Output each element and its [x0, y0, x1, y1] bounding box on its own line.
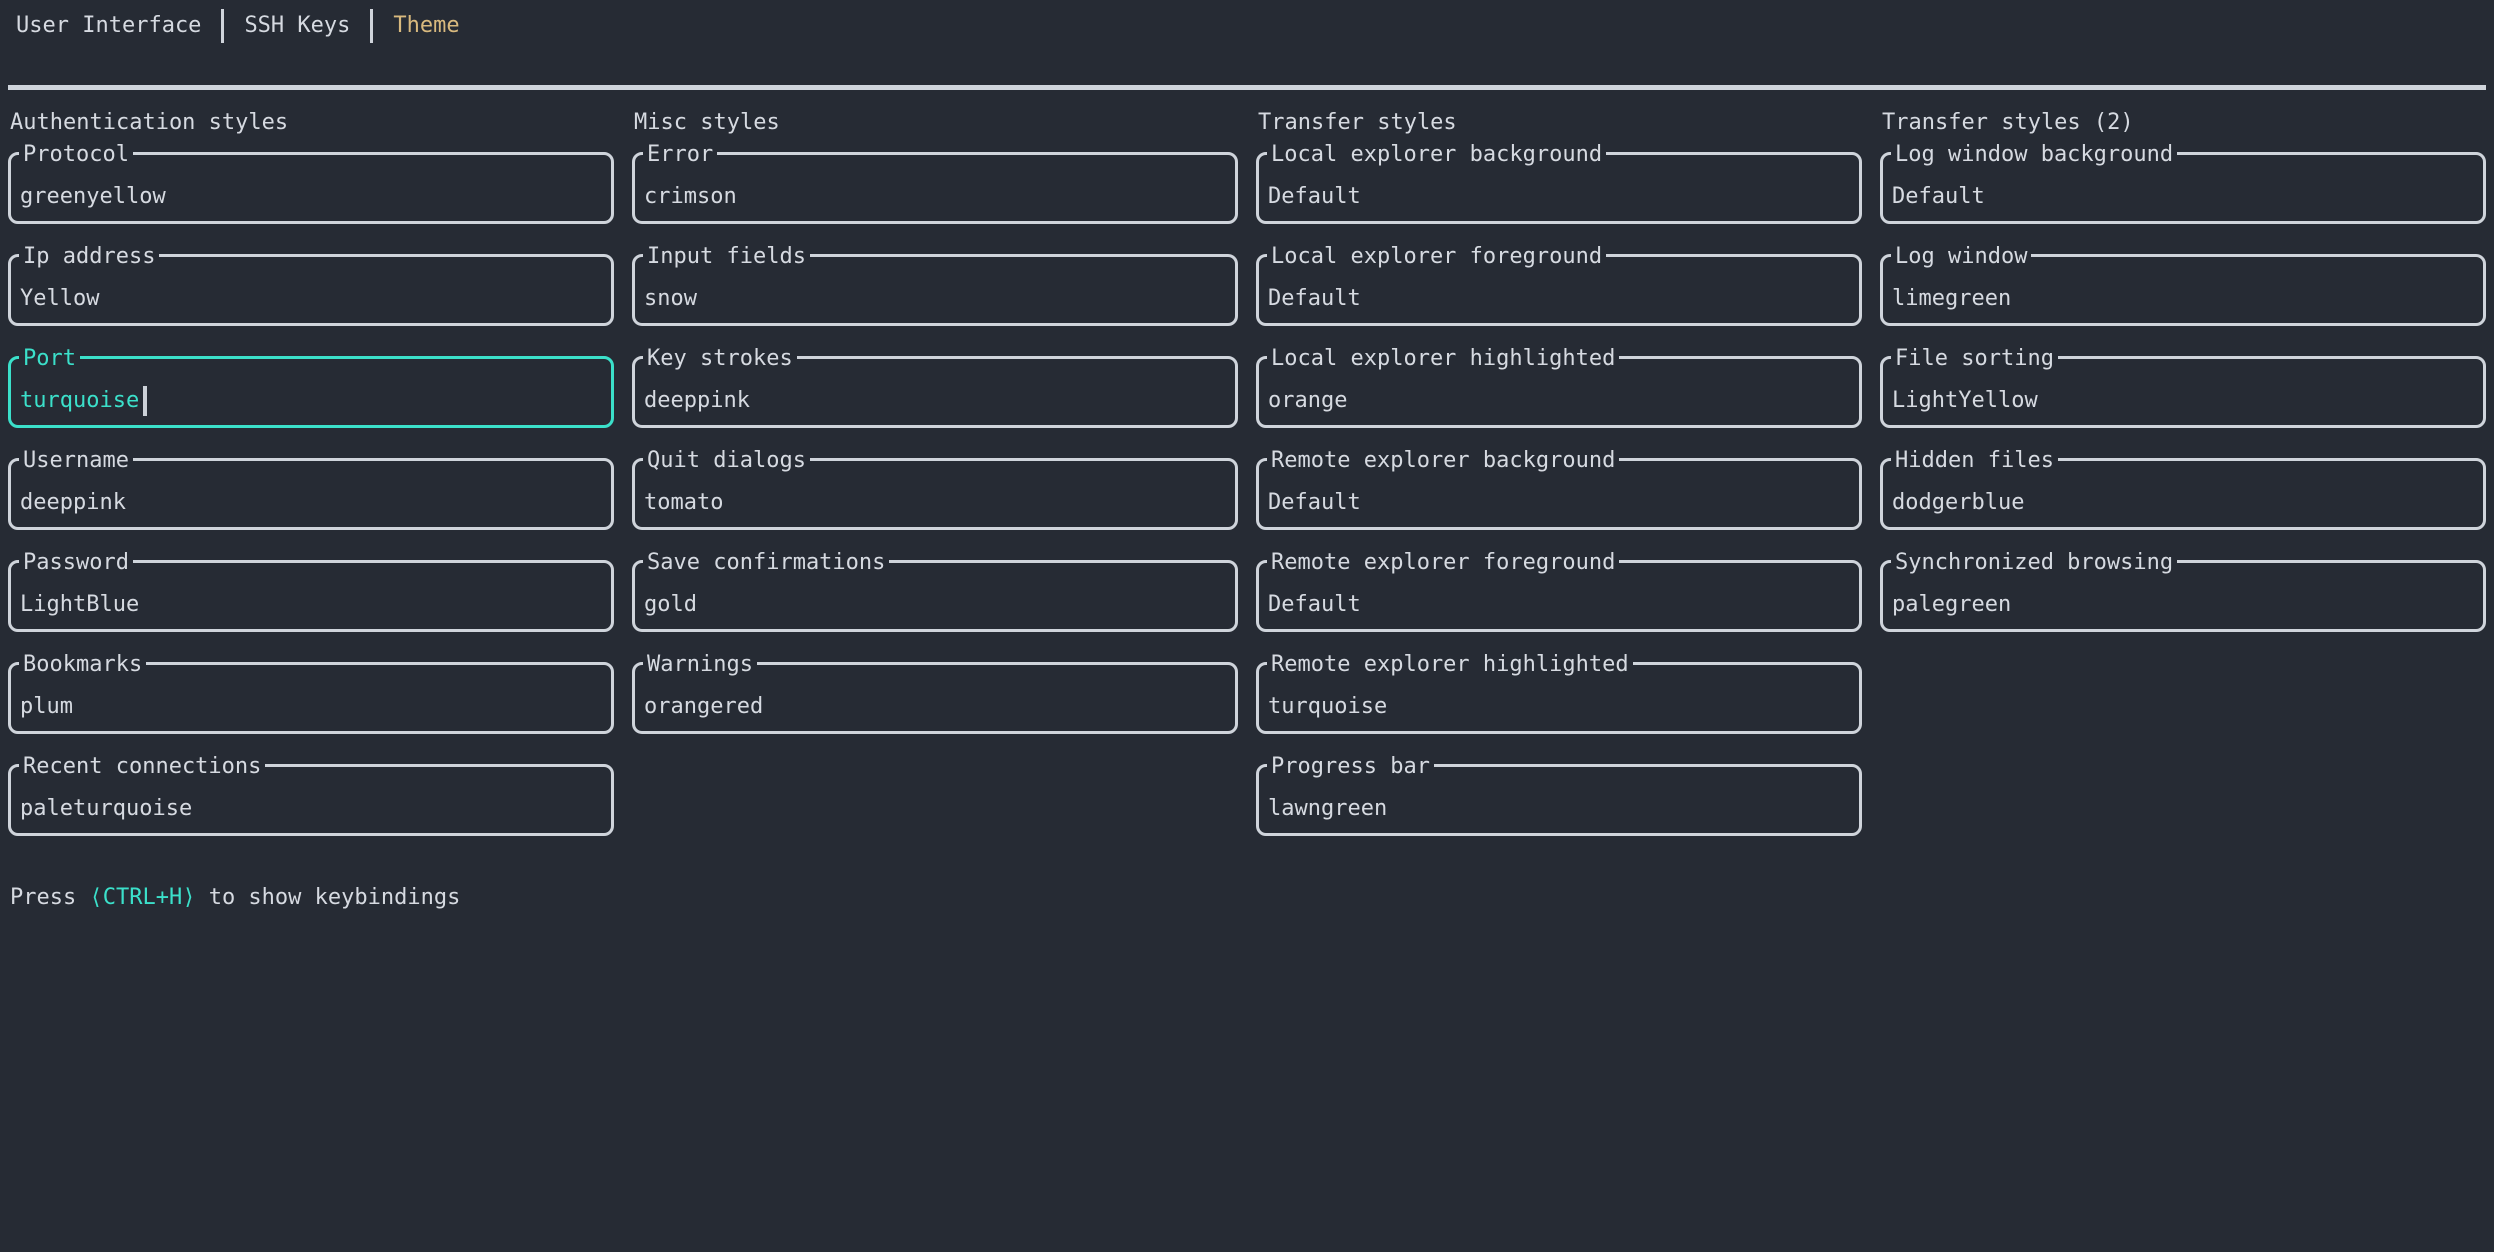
field-value: deeppink — [644, 388, 750, 413]
field-protocol[interactable]: Protocol greenyellow — [8, 143, 614, 224]
field-value: LightYellow — [1892, 388, 2038, 413]
tab-divider — [221, 9, 225, 43]
field-value: tomato — [644, 490, 724, 515]
column-title: Transfer styles — [1258, 110, 1457, 135]
field-port[interactable]: Port turquoise — [8, 347, 614, 428]
field-value: paleturquoise — [20, 796, 193, 821]
field-label: Key strokes — [643, 347, 797, 370]
field-label: File sorting — [1891, 347, 2058, 370]
field-value: lawngreen — [1268, 796, 1388, 821]
tab-theme[interactable]: Theme — [393, 13, 460, 38]
field-value: gold — [644, 592, 697, 617]
hint-suffix: to show keybindings — [195, 885, 461, 910]
field-value: Yellow — [20, 286, 100, 311]
column-title: Authentication styles — [10, 110, 289, 135]
field-value: plum — [20, 694, 73, 719]
field-value: deeppink — [20, 490, 126, 515]
field-label: Save confirmations — [643, 551, 890, 574]
field-value: orange — [1268, 388, 1348, 413]
field-value: Default — [1268, 184, 1361, 209]
keybindings-hint: Press ⟨CTRL+H⟩ to show keybindings — [10, 884, 2494, 912]
field-label: Port — [19, 347, 80, 370]
field-label: Ip address — [19, 245, 160, 268]
field-value: Default — [1268, 286, 1361, 311]
hint-prefix: Press — [10, 885, 90, 910]
field-label: Quit dialogs — [643, 449, 810, 472]
field-label: Recent connections — [19, 755, 266, 778]
field-input-fields[interactable]: Input fields snow — [632, 245, 1238, 326]
field-label: Log window background — [1891, 143, 2178, 166]
field-key-strokes[interactable]: Key strokes deeppink — [632, 347, 1238, 428]
field-synchronized-browsing[interactable]: Synchronized browsing palegreen — [1880, 551, 2486, 632]
field-save-confirmations[interactable]: Save confirmations gold — [632, 551, 1238, 632]
field-progress-bar[interactable]: Progress bar lawngreen — [1256, 755, 1862, 836]
field-value: turquoise — [1268, 694, 1388, 719]
field-warnings[interactable]: Warnings orangered — [632, 653, 1238, 734]
field-label: Remote explorer foreground — [1267, 551, 1620, 574]
column-transfer-styles-2: Transfer styles (2) Log window background… — [1880, 110, 2486, 662]
column-title: Transfer styles (2) — [1882, 110, 2134, 135]
header-separator-line — [8, 85, 2486, 90]
field-value: Default — [1892, 184, 1985, 209]
field-value: dodgerblue — [1892, 490, 2025, 515]
hint-key-combo: ⟨CTRL+H⟩ — [89, 885, 196, 910]
field-bookmarks[interactable]: Bookmarks plum — [8, 653, 614, 734]
tab-divider — [370, 9, 374, 43]
field-username[interactable]: Username deeppink — [8, 449, 614, 530]
field-value: crimson — [644, 184, 737, 209]
tab-ssh-keys[interactable]: SSH Keys — [244, 13, 351, 38]
field-label: Remote explorer highlighted — [1267, 653, 1633, 676]
field-label: Username — [19, 449, 133, 472]
column-title: Misc styles — [634, 110, 780, 135]
field-label: Local explorer background — [1267, 143, 1607, 166]
field-value: turquoise — [20, 388, 140, 413]
field-label: Local explorer highlighted — [1267, 347, 1620, 370]
field-label: Progress bar — [1267, 755, 1434, 778]
tab-bar: User Interface SSH Keys Theme — [0, 0, 2494, 52]
field-value: limegreen — [1892, 286, 2012, 311]
field-label: Log window — [1891, 245, 2032, 268]
text-cursor — [143, 386, 148, 416]
field-label: Error — [643, 143, 718, 166]
field-value: Default — [1268, 592, 1361, 617]
field-value: greenyellow — [20, 184, 166, 209]
field-quit-dialogs[interactable]: Quit dialogs tomato — [632, 449, 1238, 530]
field-remote-explorer-highlighted[interactable]: Remote explorer highlighted turquoise — [1256, 653, 1862, 734]
field-value: snow — [644, 286, 697, 311]
field-label: Protocol — [19, 143, 133, 166]
field-log-window[interactable]: Log window limegreen — [1880, 245, 2486, 326]
field-value: palegreen — [1892, 592, 2012, 617]
field-label: Password — [19, 551, 133, 574]
field-label: Hidden files — [1891, 449, 2058, 472]
field-value: LightBlue — [20, 592, 140, 617]
field-label: Warnings — [643, 653, 757, 676]
field-recent-connections[interactable]: Recent connections paleturquoise — [8, 755, 614, 836]
field-label: Bookmarks — [19, 653, 147, 676]
field-hidden-files[interactable]: Hidden files dodgerblue — [1880, 449, 2486, 530]
field-error[interactable]: Error crimson — [632, 143, 1238, 224]
field-value: Default — [1268, 490, 1361, 515]
field-label: Local explorer foreground — [1267, 245, 1607, 268]
field-label: Synchronized browsing — [1891, 551, 2178, 574]
field-label: Remote explorer background — [1267, 449, 1620, 472]
tab-user-interface[interactable]: User Interface — [16, 13, 202, 38]
field-local-explorer-highlighted[interactable]: Local explorer highlighted orange — [1256, 347, 1862, 428]
field-label: Input fields — [643, 245, 810, 268]
field-value: orangered — [644, 694, 764, 719]
